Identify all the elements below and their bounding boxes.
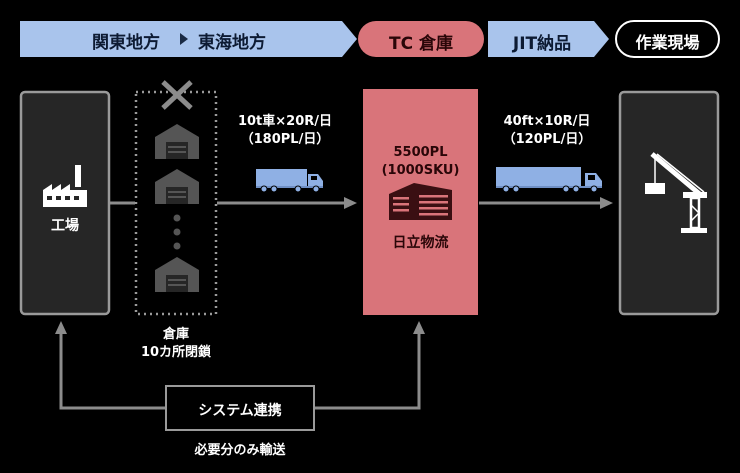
truck-icon	[496, 167, 602, 193]
header-region-arrow	[20, 21, 357, 57]
tc-sku: (1000SKU)	[381, 163, 460, 178]
route-out-line1: 40ft×10R/日	[503, 114, 591, 129]
building-icon	[389, 183, 452, 220]
warehouse-caption-line1: 倉庫	[162, 327, 189, 342]
triangle-right-icon	[180, 33, 188, 45]
route-out-line2: （120PL/日）	[502, 132, 592, 147]
header-tc-pill	[358, 21, 484, 57]
warehouse-caption-line2: 10カ所閉鎖	[140, 345, 212, 360]
arrow-icon	[217, 197, 357, 209]
close-icon	[161, 80, 193, 110]
header-site-label: 作業現場	[635, 33, 700, 52]
header-region-from: 関東地方	[92, 33, 160, 53]
system-box	[165, 385, 315, 431]
factory-icon	[43, 165, 87, 207]
feedback-loop-arrows	[59, 332, 421, 410]
arrow-icon	[479, 197, 613, 209]
tc-capacity: 5500PL	[393, 145, 448, 160]
truck-icon	[256, 169, 323, 193]
warehouse-icon	[155, 124, 199, 159]
warehouses-dotted-box	[134, 90, 218, 316]
route-in-line1: 10t車×20R/日	[237, 114, 333, 129]
header-region-to: 東海地方	[198, 33, 266, 53]
site-panel	[618, 90, 720, 316]
factory-label: 工場	[51, 218, 79, 234]
system-caption: 必要分のみ輸送	[194, 443, 286, 458]
header-jit-label: JIT納品	[512, 34, 572, 54]
warehouse-icon	[155, 257, 199, 292]
header-site-pill	[615, 20, 720, 58]
ellipsis-dots-icon	[173, 214, 181, 250]
arrow-icon	[55, 321, 67, 334]
system-label: システム連携	[198, 403, 282, 419]
tc-company-name: 日立物流	[392, 235, 449, 251]
arrow-icon	[413, 321, 425, 334]
crane-icon	[645, 152, 707, 233]
warehouse-icon	[155, 169, 199, 204]
route-in-line2: （180PL/日）	[240, 132, 330, 147]
header-tc-label: TC 倉庫	[389, 34, 453, 54]
header-jit-arrow	[488, 21, 609, 57]
